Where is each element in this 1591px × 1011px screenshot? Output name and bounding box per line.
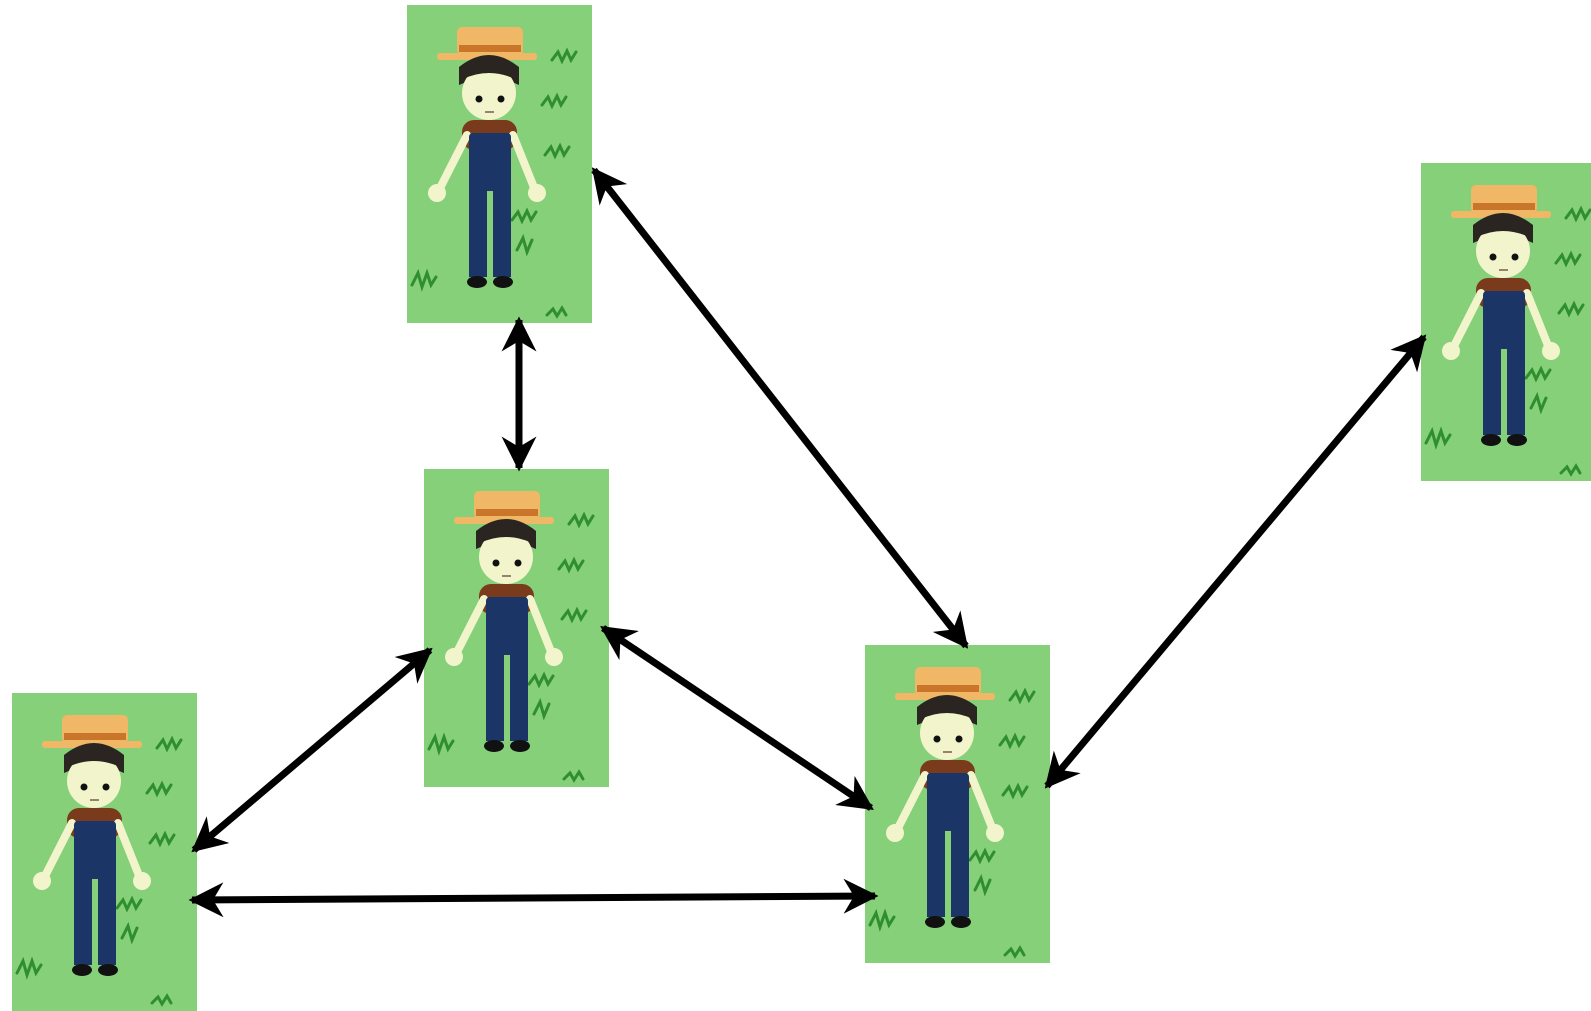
edge-top-bottom-right <box>591 167 969 649</box>
edge-middle-left <box>191 647 433 853</box>
farmer-node-left <box>12 693 197 1011</box>
edge-middle-bottom-right <box>600 625 874 811</box>
farmer-node-bottom-right <box>865 645 1050 963</box>
edge-bottom-right-far-right <box>1044 334 1427 789</box>
edge-left-bottom-right <box>188 878 879 918</box>
farmer-node-middle <box>424 469 609 787</box>
farmer-node-top <box>407 5 592 323</box>
farmer-node-far-right <box>1421 163 1591 481</box>
